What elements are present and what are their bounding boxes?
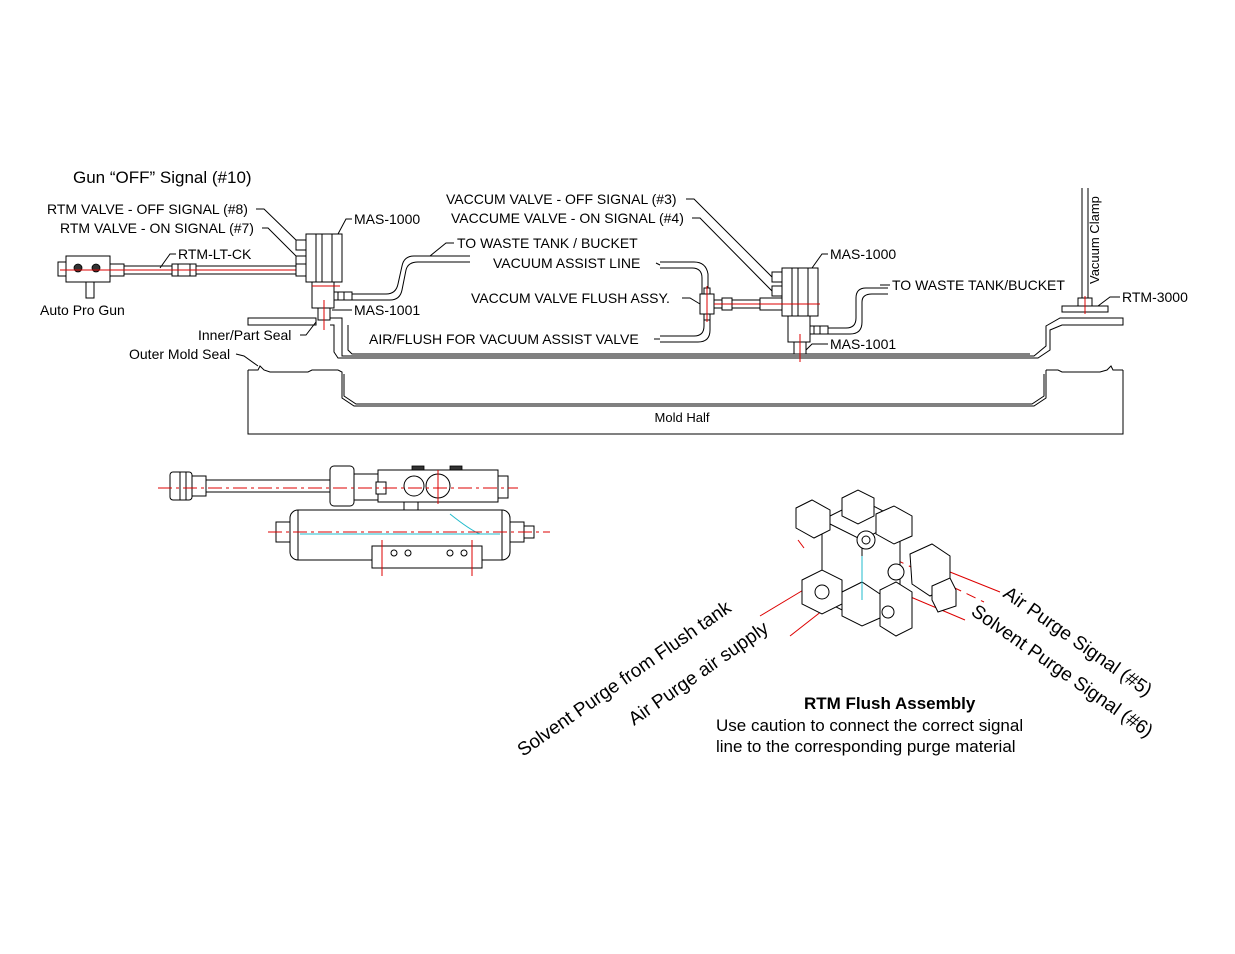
auto-pro-gun [57,255,134,299]
rtm3000-label: RTM-3000 [1122,289,1188,305]
rtm-valve-off-label: RTM VALVE - OFF SIGNAL (#8) [47,201,248,217]
mas1001-right-label: MAS-1001 [830,336,896,352]
flush-assembly-title: RTM Flush Assembly [804,694,976,713]
vac-valve-on-label: VACCUME VALVE - ON SIGNAL (#4) [451,210,684,226]
mas1000-left-valve [295,233,353,330]
vac-flush-assy-label: VACCUM VALVE FLUSH ASSY. [471,290,670,306]
mas1001-left-label: MAS-1001 [354,302,420,318]
vacuum-assist-line [660,261,709,294]
flush-caution-line-1: Use caution to connect the correct signa… [716,716,1023,735]
mas1000-right-label: MAS-1000 [830,246,896,262]
vacuum-assist-line-label: VACUUM ASSIST LINE [493,255,640,271]
rtm-lt-ck-hose [124,263,307,277]
waste-tank-left-label: TO WASTE TANK / BUCKET [457,235,638,251]
vacuum-clamp-label: Vacuum Clamp [1087,196,1102,284]
flush-caution-line-2: line to the corresponding purge material [716,737,1016,756]
mold-half: Mold Half [247,365,1124,435]
mas1000-right-valve [759,267,829,362]
leader-lines [159,198,1120,367]
waste-line-right [828,287,888,335]
gun-assembly-side-view [158,465,550,576]
inner-part-seal-label: Inner/Part Seal [198,327,291,343]
rtm3000-vacuum-clamp [1061,188,1109,314]
air-flush-vac-label: AIR/FLUSH FOR VACUUM ASSIST VALVE [369,331,639,347]
upper-mold [247,317,1124,359]
waste-line-left [352,255,470,301]
outer-mold-seal-label: Outer Mold Seal [129,346,230,362]
auto-pro-gun-label: Auto Pro Gun [40,302,125,318]
vacuum-valve-flush-assy [699,286,770,322]
rtm-flush-assembly [759,489,1001,637]
vac-valve-off-label: VACCUM VALVE - OFF SIGNAL (#3) [446,191,677,207]
rtm-lt-ck-label: RTM-LT-CK [178,246,252,262]
waste-tank-right-label: TO WASTE TANK/BUCKET [892,277,1065,293]
mold-half-label: Mold Half [655,410,710,425]
gun-off-signal-label: Gun “OFF” Signal (#10) [73,168,252,187]
mas1000-left-label: MAS-1000 [354,211,420,227]
air-flush-line [660,314,711,343]
rtm-valve-on-label: RTM VALVE - ON SIGNAL (#7) [60,220,254,236]
